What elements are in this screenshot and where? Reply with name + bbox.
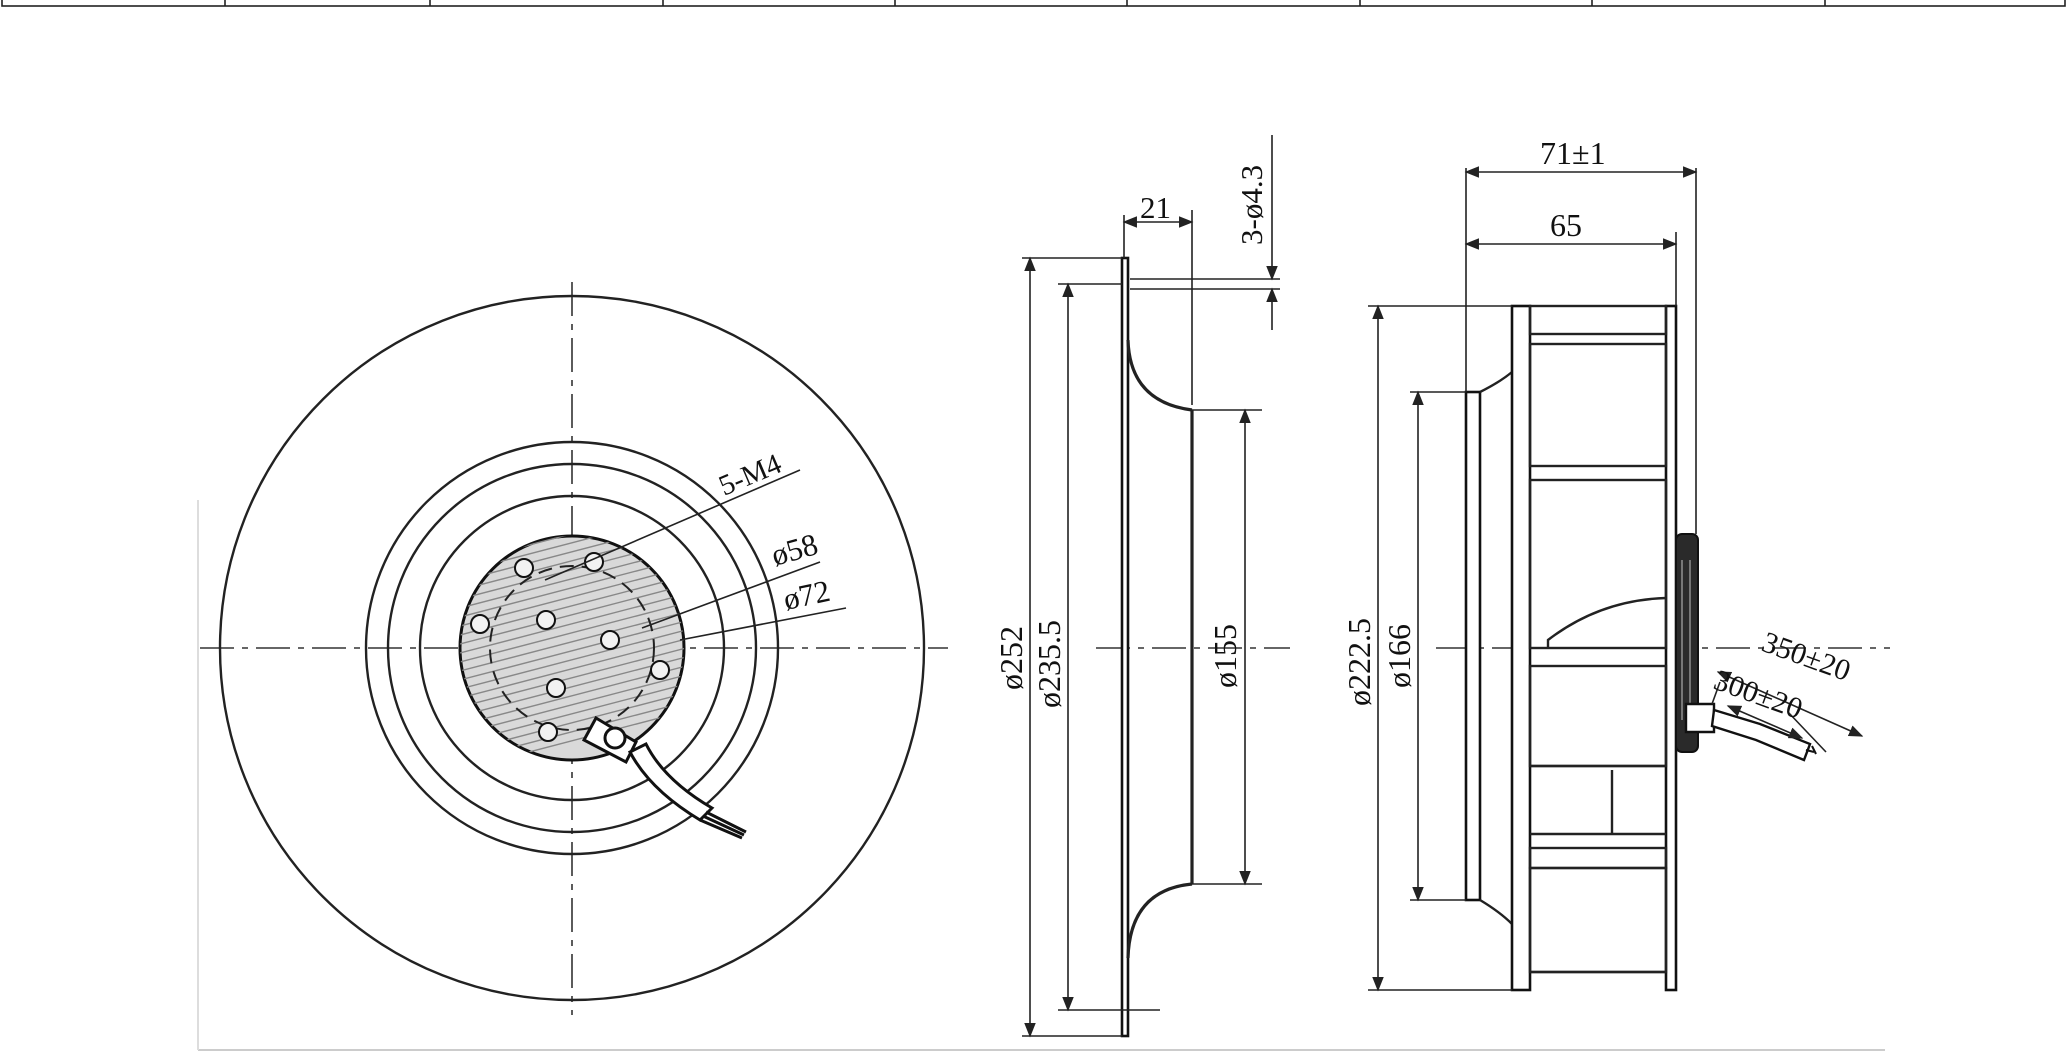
inlet-ring-mid: [386, 462, 758, 834]
impeller-outer-circle: [218, 294, 926, 1002]
inlet-ring-outer: [364, 440, 780, 856]
hub-bolt-hole: [536, 610, 556, 630]
hub-bolt-hole: [600, 630, 620, 650]
dim-3-dia4-3: 3-ø4.3: [1234, 165, 1269, 245]
hub-bolt-hole: [538, 722, 558, 742]
dim-dia222: ø222.5: [1341, 618, 1377, 706]
inlet-ring-inner: [418, 494, 726, 802]
dim-dia252: ø252: [993, 626, 1029, 690]
hub-bolt-hole: [470, 614, 490, 634]
motor-body: [1675, 533, 1699, 753]
dim-cable-350: 350±20: [1758, 626, 1855, 688]
dim-65: 65: [1550, 207, 1582, 243]
dim-5m4: 5-M4: [714, 448, 786, 503]
leader-dia58: [641, 561, 821, 629]
hub-bolt-hole: [650, 660, 670, 680]
title-block-strip: [1, 0, 2066, 7]
side-view-impeller: 21 3-ø4.3 ø252 ø235.5 ø155: [993, 135, 1290, 1038]
leader-dia72: [679, 607, 847, 641]
dim-dia72: ø72: [780, 573, 833, 617]
front-view: 5-M4 ø58 ø72: [200, 282, 948, 1015]
hub-bolt-hole: [514, 558, 534, 578]
side-view-assembly: 71±1 65 ø222.5 ø166 350±20 300±20: [1341, 135, 1890, 992]
dim-dia166: ø166: [1381, 624, 1417, 688]
dim-71: 71±1: [1540, 135, 1606, 171]
bolt-circle-hidden: [489, 565, 655, 731]
dim-dia58: ø58: [767, 526, 821, 572]
dim-dia235: ø235.5: [1031, 620, 1067, 708]
dim-dia155: ø155: [1207, 624, 1243, 688]
front-cable: [581, 715, 747, 840]
leader-5m4: [544, 469, 801, 581]
dim-21: 21: [1140, 190, 1171, 225]
hub-bolt-hole: [546, 678, 566, 698]
blades: [1528, 304, 1668, 974]
motor-hub: [458, 534, 686, 762]
